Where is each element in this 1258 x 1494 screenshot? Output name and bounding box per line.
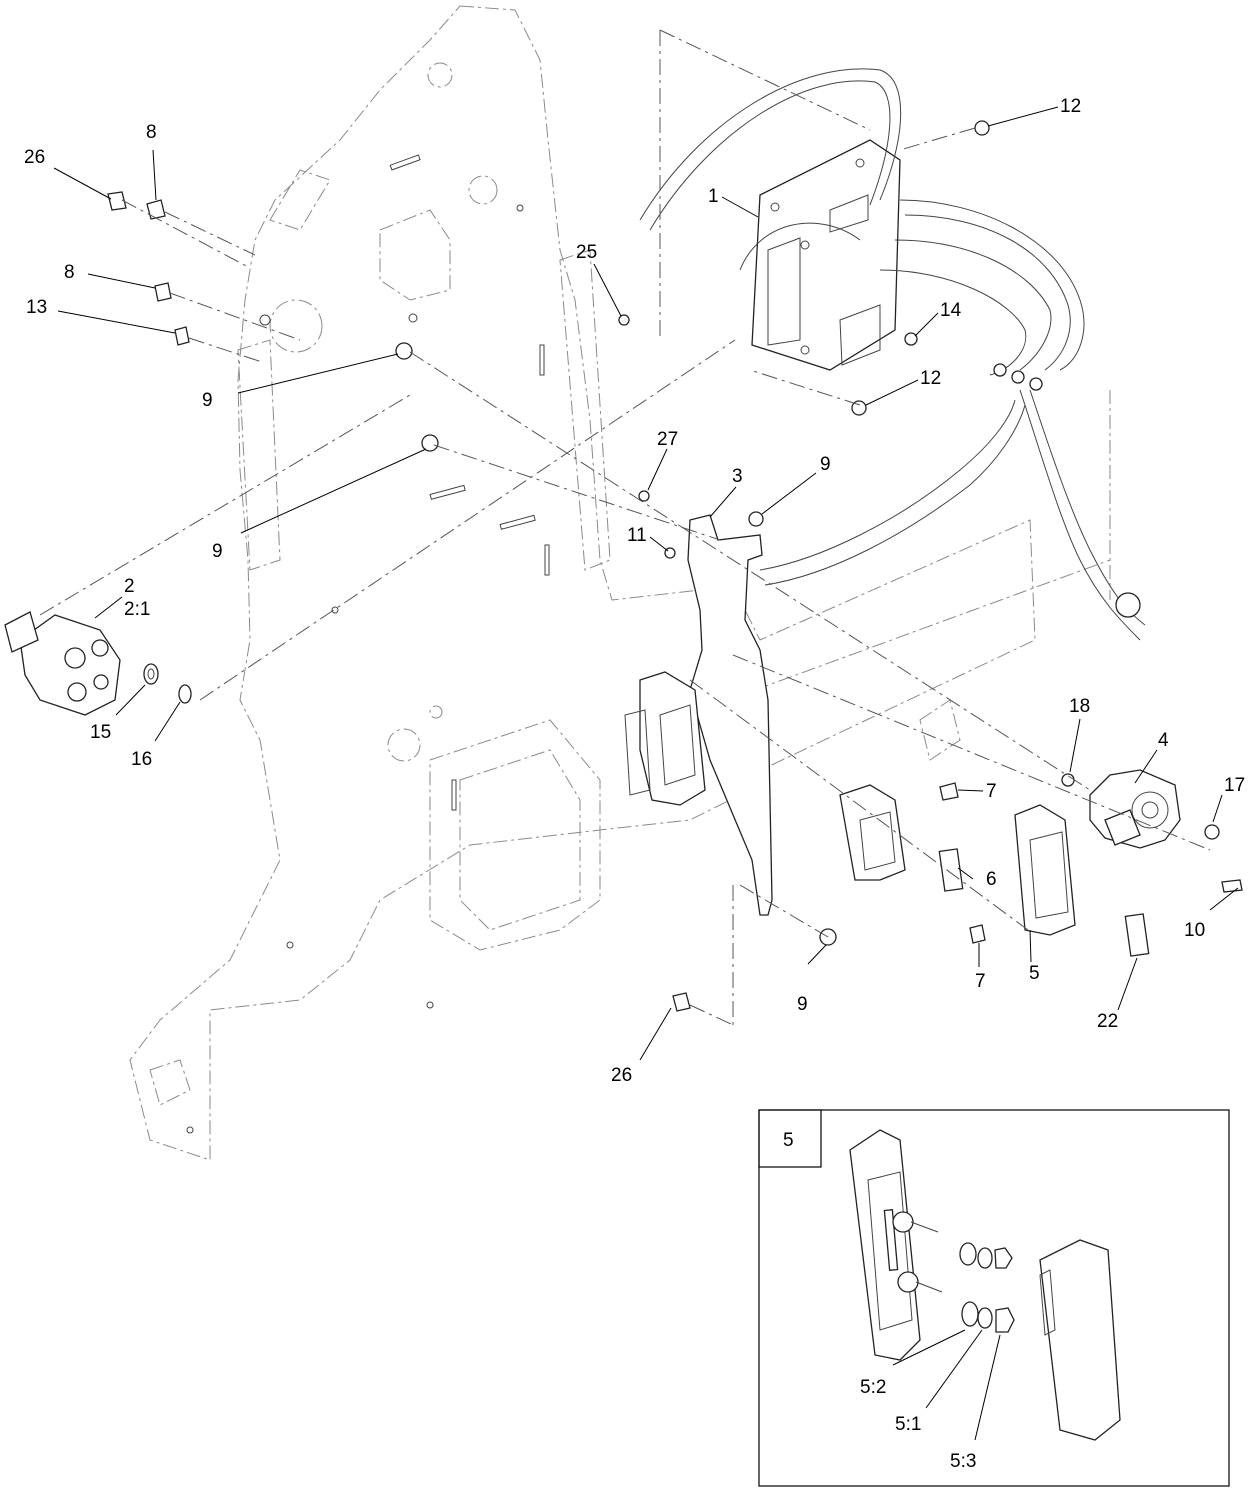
fuse-holder-middle	[839, 784, 906, 881]
callout-16: 16	[131, 749, 152, 770]
callout-12-lower: 12	[920, 368, 941, 389]
callout-5: 5	[1029, 963, 1040, 984]
callout-2-1: 2:1	[124, 599, 150, 620]
callout-8-upper: 8	[146, 122, 157, 143]
detail-box-label: 5	[783, 1130, 794, 1151]
callout-6: 6	[986, 869, 997, 890]
detail-nut	[995, 1307, 1015, 1333]
callout-15: 15	[90, 722, 111, 743]
callout-18: 18	[1069, 696, 1090, 717]
callout-14: 14	[940, 300, 962, 321]
nut-16	[178, 684, 192, 704]
callout-9-left-lower: 9	[212, 541, 223, 562]
callout-10: 10	[1184, 920, 1205, 941]
callout-9-left-upper: 9	[202, 390, 213, 411]
detail-studs	[892, 1211, 943, 1293]
callout-leaders	[53, 106, 1239, 1061]
plate-slots	[186, 154, 550, 1134]
callout-26-lower: 26	[611, 1065, 632, 1086]
callout-26-upper: 26	[24, 147, 45, 168]
callout-8-lower: 8	[64, 262, 75, 283]
callout-3: 3	[732, 466, 743, 487]
callout-7-lower: 7	[975, 971, 986, 992]
starter-solenoid	[4, 611, 121, 716]
detail-cover	[1039, 1239, 1121, 1441]
callout-9-bottom: 9	[797, 994, 808, 1015]
callout-1: 1	[708, 186, 719, 207]
callout-4: 4	[1158, 730, 1169, 751]
detail-callout-5-3: 5:3	[950, 1451, 976, 1472]
callout-labels: 1 2 2:1 3 4 5 6 7 7 8 8 9 9 9 9 10 11 12…	[24, 96, 1245, 1086]
controller-module	[751, 139, 901, 371]
washer-15	[143, 663, 159, 685]
fuse-6	[938, 848, 964, 892]
callout-2: 2	[124, 576, 135, 597]
detail-lock-washer	[977, 1307, 993, 1329]
detail-callout-5-2: 5:2	[860, 1377, 886, 1398]
detail-washer	[961, 1301, 979, 1327]
callout-17: 17	[1224, 775, 1245, 796]
wire-harness	[639, 68, 1146, 641]
fuse-holder-right	[1014, 804, 1076, 936]
callout-11: 11	[627, 525, 647, 546]
relay	[1089, 769, 1181, 849]
callout-12-upper: 12	[1060, 96, 1081, 117]
chassis-plate	[129, 5, 1111, 1161]
detail-view-5: 5 5:2 5:1 5:3	[758, 1109, 1230, 1487]
fuse-holder-left	[624, 671, 706, 806]
callout-27: 27	[657, 429, 678, 450]
callout-22: 22	[1097, 1011, 1118, 1032]
callout-25: 25	[576, 242, 597, 263]
detail-callout-5-1: 5:1	[895, 1414, 921, 1435]
callout-7-upper: 7	[986, 781, 997, 802]
callout-13: 13	[26, 297, 47, 318]
mounting-bracket	[687, 514, 773, 916]
detail-lower-hardware	[961, 1301, 1015, 1333]
detail-fuse-holder-base	[849, 1129, 921, 1361]
fasteners	[107, 120, 1243, 1012]
fuse-22	[1124, 913, 1150, 957]
detail-upper-hardware	[959, 1242, 1013, 1269]
callout-9-bracket: 9	[820, 454, 831, 475]
assembly-centerlines	[39, 29, 1211, 1026]
